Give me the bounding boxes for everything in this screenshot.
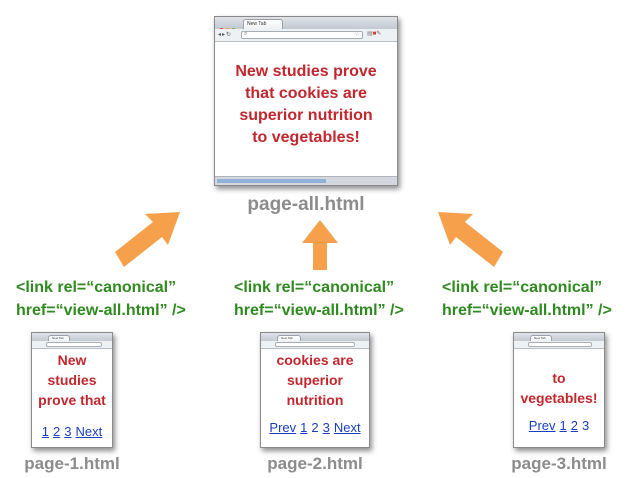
- tab-new-tab[interactable]: New Tab: [48, 335, 70, 341]
- canonical-tag-line2: href=“view-all.html” />: [234, 302, 404, 319]
- content-line: vegetables!: [520, 390, 598, 406]
- address-bar[interactable]: ⌕ ☆: [241, 31, 363, 39]
- browser-toolbar: ◂▸↻ ⌕ ☆ ▤■✎: [215, 29, 397, 42]
- tab-bar: New Tab: [261, 333, 369, 341]
- page-link-2[interactable]: 2: [570, 418, 578, 433]
- content-line: superior nutrition: [239, 107, 373, 124]
- browser-toolbar: [514, 341, 604, 349]
- prev-link[interactable]: Prev: [269, 420, 297, 435]
- caption-page-1: page-1.html: [24, 454, 120, 473]
- page-link-3[interactable]: 3: [322, 420, 330, 435]
- canonical-tag-left: <link rel=“canonical” href=“view-all.htm…: [16, 276, 186, 322]
- browser-window-page-all: New Tab ◂▸↻ ⌕ ☆ ▤■✎ New studies prove th…: [214, 16, 398, 186]
- content-line: New: [57, 352, 87, 368]
- content-line: prove that: [38, 392, 106, 408]
- search-icon: ⌕: [244, 31, 248, 37]
- back-icon[interactable]: ◂: [218, 32, 223, 38]
- tab-bar: New Tab: [32, 333, 112, 341]
- page-link-3[interactable]: 3: [64, 424, 72, 439]
- bookmark-star-icon[interactable]: ☆: [354, 32, 360, 38]
- content-line: to: [552, 370, 566, 386]
- arrow-page2-to-all: [302, 220, 338, 270]
- caption-page-all: page-all.html: [247, 194, 365, 215]
- canonical-tag-line1: <link rel=“canonical”: [234, 279, 395, 296]
- content-line: New studies prove: [235, 63, 377, 80]
- content-line: superior: [286, 372, 343, 388]
- wrench-icon[interactable]: ✎: [376, 31, 382, 37]
- arrow-page1-to-all: [115, 212, 180, 267]
- current-page-3: 3: [581, 418, 590, 433]
- caption-page-2: page-2.html: [267, 454, 363, 473]
- content-line: cookies are: [276, 352, 354, 368]
- tab-bar: New Tab: [514, 333, 604, 341]
- address-bar[interactable]: [46, 342, 102, 347]
- browser-toolbar: [32, 341, 112, 349]
- current-page-2: 2: [311, 420, 319, 435]
- status-bar: [215, 176, 397, 185]
- arrow-page3-to-all: [438, 212, 503, 267]
- next-link[interactable]: Next: [75, 424, 103, 439]
- extension-icon[interactable]: ■: [372, 31, 377, 37]
- canonical-tag-line2: href=“view-all.html” />: [16, 302, 186, 319]
- page-link-1[interactable]: 1: [41, 424, 50, 439]
- browser-toolbar: [261, 341, 369, 349]
- canonical-tag-line2: href=“view-all.html” />: [442, 302, 612, 319]
- address-bar[interactable]: [528, 342, 592, 347]
- page-link-2[interactable]: 2: [53, 424, 61, 439]
- content-line: nutrition: [286, 392, 344, 408]
- extension-icons: ▤■✎: [367, 30, 381, 37]
- canonical-tag-right: <link rel=“canonical” href=“view-all.htm…: [442, 276, 612, 322]
- content-line: studies: [47, 372, 97, 388]
- forward-icon[interactable]: ▸: [222, 32, 227, 38]
- prev-link[interactable]: Prev: [528, 418, 556, 433]
- page-link-1[interactable]: 1: [300, 420, 308, 435]
- status-progress: [217, 179, 327, 183]
- address-bar[interactable]: [275, 342, 355, 347]
- page-content: New studies prove that cookies are super…: [215, 41, 397, 177]
- page-link-1[interactable]: 1: [559, 418, 567, 433]
- page-icon[interactable]: ▤: [367, 31, 373, 37]
- canonical-tag-middle: <link rel=“canonical” href=“view-all.htm…: [234, 276, 404, 322]
- tab-new-tab[interactable]: New Tab: [243, 19, 283, 29]
- canonical-tag-line1: <link rel=“canonical”: [442, 279, 603, 296]
- content-line: to vegetables!: [252, 129, 360, 146]
- canonical-tag-line1: <link rel=“canonical”: [16, 279, 177, 296]
- tab-new-tab[interactable]: New Tab: [530, 335, 552, 341]
- tab-bar: New Tab: [215, 17, 397, 33]
- browser-window-page-2: New Tab cookies are superior nutrition P…: [260, 332, 370, 448]
- reload-icon[interactable]: ↻: [226, 32, 233, 38]
- caption-page-3: page-3.html: [511, 454, 607, 473]
- next-link[interactable]: Next: [333, 420, 361, 435]
- tab-new-tab[interactable]: New Tab: [277, 335, 301, 341]
- nav-buttons: ◂▸↻: [218, 31, 232, 38]
- content-line: that cookies are: [245, 85, 367, 102]
